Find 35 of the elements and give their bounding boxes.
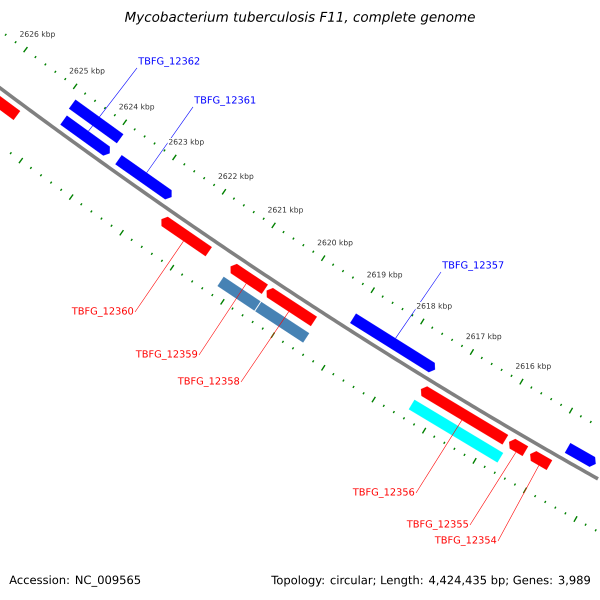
leader-line: [470, 452, 516, 526]
gene-label: TBFG_12358: [178, 377, 240, 387]
gene-feature: [350, 313, 436, 372]
gene-label: TBFG_12355: [406, 520, 468, 530]
footer-text: Accession: NC_009565: [9, 575, 140, 587]
gene-label: TBFG_12357: [442, 261, 504, 271]
gene-feature: [60, 116, 110, 156]
gene-label: TBFG_12360: [72, 307, 134, 317]
leader-line: [88, 68, 138, 132]
gene-label: TBFG_12361: [194, 96, 256, 106]
title: Mycobacterium tuberculosis F11, complete genome: [124, 11, 475, 25]
gene-label: TBFG_12362: [138, 57, 200, 67]
gene-feature: [217, 276, 261, 311]
gene-feature: [408, 400, 504, 463]
gene-feature: [255, 302, 310, 343]
leader-line: [146, 106, 194, 173]
leader-line: [416, 420, 462, 494]
gene-feature: [115, 155, 172, 200]
leader-line: [395, 272, 442, 339]
leader-line: [134, 240, 184, 312]
leader-line: [498, 465, 540, 542]
gene-label: TBFG_12359: [136, 350, 198, 360]
leader-line: [198, 283, 246, 356]
gene-feature: [266, 288, 317, 326]
gene-label: TBFG_12354: [434, 536, 496, 546]
gene-feature: [564, 443, 596, 467]
footer-text: Topology: circular; Length: 4,424,435 bp; Genes: 3,989: [271, 575, 590, 587]
gene-label: TBFG_12356: [352, 488, 414, 498]
gene-feature: [161, 216, 212, 256]
gene-feature: [509, 438, 528, 456]
gene-feature: [420, 386, 508, 445]
gene-feature: [230, 264, 268, 294]
gene-feature: [530, 451, 552, 470]
gene-feature: [0, 95, 20, 120]
leader-line: [240, 311, 290, 382]
